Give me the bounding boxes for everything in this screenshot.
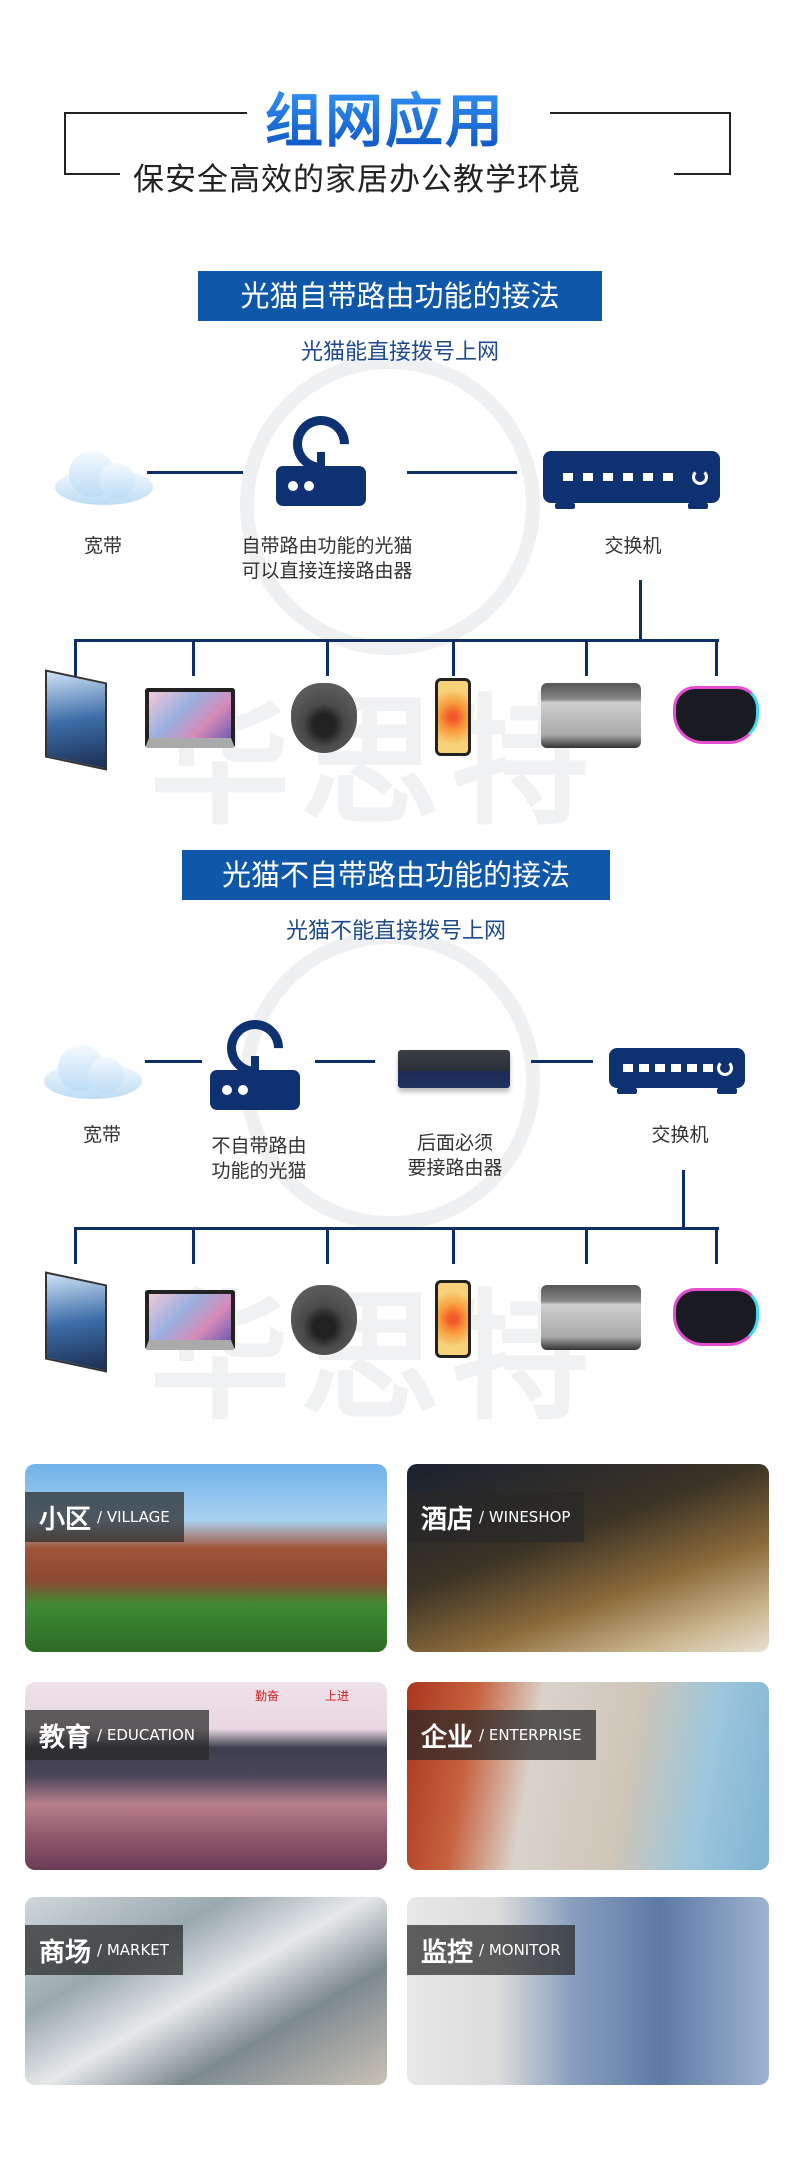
bracket-line: [64, 173, 120, 175]
scenario-label: 教育 / EDUCATION: [25, 1710, 210, 1760]
scenario-title: 教育: [39, 1722, 92, 1753]
node-label: 功能的光猫: [211, 1160, 307, 1182]
section2-banner: 光猫不自带路由功能的接法: [182, 850, 610, 900]
tree-drop-line: [74, 640, 77, 676]
connection-line: [145, 1060, 202, 1063]
scenario-card-monitor[interactable]: 监控 / MONITOR: [407, 1897, 769, 2085]
connection-line: [407, 471, 517, 474]
node-label: 宽带: [83, 535, 122, 557]
tv-icon: [45, 669, 107, 771]
scenario-title: 商场: [39, 1937, 92, 1968]
tree-drop-line: [192, 640, 195, 676]
printer-icon: [541, 683, 641, 748]
scenario-title: 小区: [39, 1504, 92, 1535]
scenario-card-market[interactable]: 商场 / MARKET: [25, 1897, 387, 2085]
printer-icon: [541, 1285, 641, 1350]
scenario-card-education[interactable]: 勤奋 上进 教育 / EDUCATION: [25, 1682, 387, 1870]
switch-icon: [543, 451, 720, 509]
tree-drop-line: [452, 1228, 455, 1264]
section1-banner: 光猫自带路由功能的接法: [198, 271, 602, 321]
node-label: 宽带: [82, 1124, 121, 1146]
tree-drop-line: [585, 1228, 588, 1264]
connection-line: [315, 1060, 375, 1063]
tree-line: [682, 1170, 685, 1229]
cloud-icon: [55, 443, 153, 505]
node-label: 自带路由功能的光猫: [241, 535, 413, 557]
bracket-line: [64, 112, 247, 114]
node-label: 要接路由器: [407, 1157, 503, 1179]
connection-line: [531, 1060, 593, 1063]
tree-drop-line: [326, 640, 329, 676]
scenario-title: 监控: [421, 1937, 474, 1968]
tree-line: [639, 580, 642, 641]
gamepad-icon: [673, 1288, 759, 1346]
node-label: 交换机: [604, 535, 662, 557]
gateway-router-icon: [398, 1050, 510, 1088]
section2-subtitle: 光猫不能直接拨号上网: [285, 919, 506, 944]
bracket-line: [550, 112, 731, 114]
scenario-label: 企业 / ENTERPRISE: [407, 1710, 596, 1760]
bracket-line: [64, 112, 66, 175]
classroom-sign: 上进: [325, 1689, 350, 1703]
node-label: 后面必须: [416, 1132, 493, 1154]
tree-line: [74, 1227, 719, 1230]
router-icon: [210, 1008, 300, 1110]
watermark-text: 华思特: [150, 682, 601, 845]
scenario-subtitle: / WINESHOP: [479, 1508, 571, 1526]
tree-drop-line: [326, 1228, 329, 1264]
tree-drop-line: [74, 1228, 77, 1264]
phone-icon: [435, 1280, 471, 1358]
scenario-label: 监控 / MONITOR: [407, 1925, 575, 1975]
tree-drop-line: [715, 1228, 718, 1264]
camera-icon: [291, 1285, 357, 1355]
scenario-subtitle: / VILLAGE: [97, 1508, 170, 1526]
gamepad-icon: [673, 686, 759, 744]
page-title: 组网应用: [265, 74, 505, 158]
laptop-icon: [145, 688, 235, 748]
scenario-subtitle: / ENTERPRISE: [479, 1726, 582, 1744]
node-label: 交换机: [651, 1124, 709, 1146]
bracket-line: [674, 173, 731, 175]
node-label: 不自带路由: [211, 1135, 307, 1157]
scenario-subtitle: / MONITOR: [479, 1941, 561, 1959]
bracket-line: [729, 112, 731, 175]
tree-drop-line: [192, 1228, 195, 1264]
tree-drop-line: [452, 640, 455, 676]
switch-icon: [609, 1048, 745, 1094]
scenario-title: 酒店: [421, 1504, 474, 1535]
scenario-label: 商场 / MARKET: [25, 1925, 183, 1975]
scenario-label: 小区 / VILLAGE: [25, 1492, 184, 1542]
scenario-card-enterprise[interactable]: 企业 / ENTERPRISE: [407, 1682, 769, 1870]
camera-icon: [291, 683, 357, 753]
tree-line: [74, 639, 719, 642]
router-icon: [276, 404, 366, 506]
tree-drop-line: [585, 640, 588, 676]
scenario-label: 酒店 / WINESHOP: [407, 1492, 585, 1542]
scenario-subtitle: / MARKET: [97, 1941, 169, 1959]
tree-drop-line: [715, 640, 718, 676]
laptop-icon: [145, 1290, 235, 1350]
tv-icon: [45, 1271, 107, 1373]
page-subtitle: 保安全高效的家居办公教学环境: [133, 162, 581, 198]
phone-icon: [435, 678, 471, 756]
node-label: 可以直接连接路由器: [241, 560, 413, 582]
scenario-card-village[interactable]: 小区 / VILLAGE: [25, 1464, 387, 1652]
scenario-card-wineshop[interactable]: 酒店 / WINESHOP: [407, 1464, 769, 1652]
section1-subtitle: 光猫能直接拨号上网: [300, 340, 499, 365]
connection-line: [147, 471, 243, 474]
scenario-title: 企业: [421, 1722, 474, 1753]
cloud-icon: [44, 1037, 142, 1099]
scenario-subtitle: / EDUCATION: [97, 1726, 196, 1744]
classroom-sign: 勤奋: [255, 1689, 280, 1703]
